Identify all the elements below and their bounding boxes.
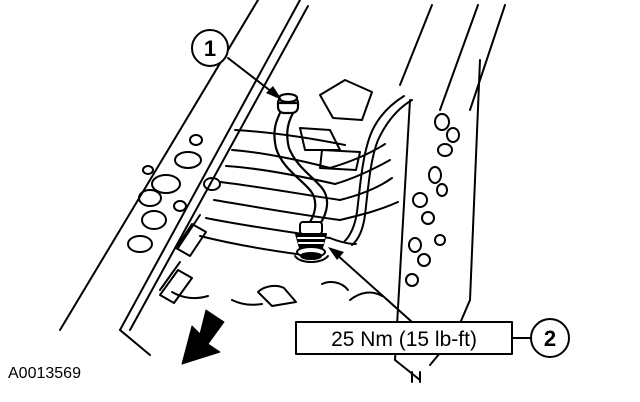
callout-2-number: 2 [544,326,556,351]
callout-2-leader [335,253,413,323]
mounting-bracket [299,79,373,171]
callout-1-number: 1 [204,36,216,61]
callout-2-circle [530,318,570,358]
torque-spec-label: 25 Nm (15 lb-ft) [331,328,477,351]
callout-1-circle [191,29,229,67]
harness-cable [343,95,413,246]
callout-1-leader [227,57,273,93]
panel-holes-right [405,113,460,287]
callout-1-arrowhead [266,86,282,100]
floor-lower-details [171,281,383,307]
callout-2: 25 Nm (15 lb-ft) 2 [295,247,570,358]
left-panel [59,0,309,356]
forward-arrow-icon [181,309,225,365]
callout-1: 1 [191,29,282,100]
sensor-hose [273,92,329,226]
figure-id: A0013569 [8,365,81,382]
callout-2-arrowhead [328,247,344,260]
sensor-body [294,221,357,263]
torque-spec-box [295,321,513,355]
panel-holes-left [127,134,221,253]
